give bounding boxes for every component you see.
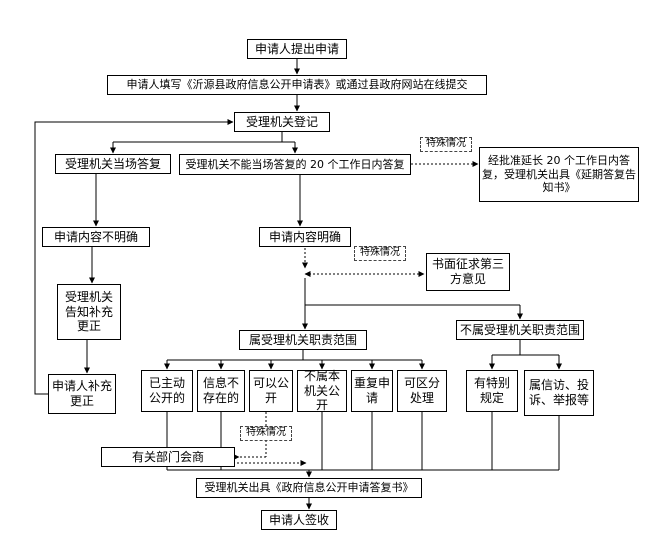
node-can-public: 可以公开	[249, 370, 293, 412]
node-fill-form: 申请人填写《沂源县政府信息公开申请表》或通过县政府网站在线提交	[107, 75, 487, 95]
node-applicant-correct: 申请人补充更正	[48, 374, 116, 414]
node-consult: 有关部门会商	[101, 447, 235, 467]
node-in-scope: 属受理机关职责范围	[239, 330, 367, 350]
node-duplicate: 重复申请	[351, 370, 393, 412]
node-not-onsite-reply: 受理机关不能当场答复的 20 个工作日内答复	[179, 154, 411, 175]
node-not-this-org: 不属本机关公开	[297, 369, 347, 412]
node-notify-correct: 受理机关告知补充更正	[57, 284, 121, 340]
node-special-rules: 有特别规定	[466, 370, 518, 412]
solid-connectors	[34, 59, 562, 510]
node-petition: 属信访、投诉、举报等	[524, 370, 594, 416]
node-separable: 可区分处理	[397, 370, 447, 412]
node-submit: 申请人提出申请	[247, 39, 347, 59]
node-special-case-2: 特殊情况	[354, 246, 406, 261]
node-special-case-1: 特殊情况	[420, 137, 472, 152]
node-content-unclear: 申请内容不明确	[42, 227, 150, 247]
node-extend-reply: 经批准延长 20 个工作日内答复，受理机关出具《延期答复告知书》	[479, 147, 639, 202]
node-register: 受理机关登记	[234, 112, 330, 132]
node-out-scope: 不属受理机关职责范围	[456, 320, 584, 340]
node-onsite-reply: 受理机关当场答复	[55, 154, 171, 174]
node-reply-doc: 受理机关出具《政府信息公开申请答复书》	[196, 478, 422, 498]
node-sign: 申请人签收	[261, 510, 337, 530]
node-third-party: 书面征求第三方意见	[426, 253, 510, 291]
node-not-exist: 信息不存在的	[197, 370, 245, 412]
node-content-clear: 申请内容明确	[259, 227, 351, 247]
node-special-case-3: 特殊情况	[240, 426, 292, 441]
node-already-public: 已主动公开的	[141, 370, 193, 412]
dotted-connectors	[233, 161, 479, 466]
